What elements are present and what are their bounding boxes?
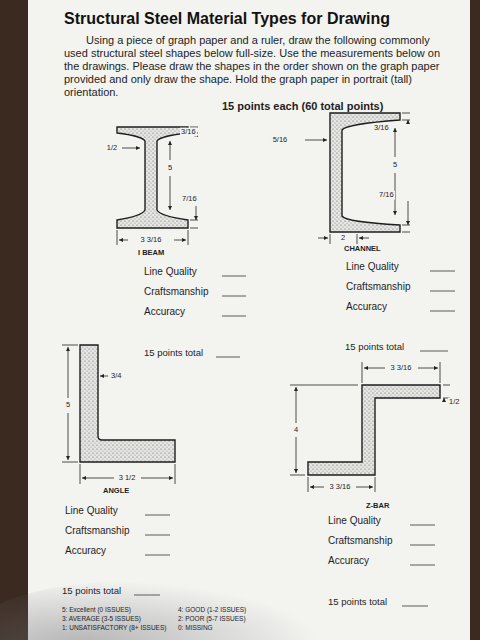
grading-key: 3: AVERAGE (3-5 ISSUES)	[62, 615, 141, 622]
shape-name: CHANNEL	[344, 245, 381, 254]
dim: 4	[293, 426, 299, 435]
dim: 1/2	[106, 144, 118, 153]
grading-key: 0: MISSING	[178, 624, 213, 631]
rating: Line Quality	[65, 505, 118, 517]
points: 15 points total	[62, 586, 121, 597]
dim: 7/16	[378, 191, 395, 200]
points-heading: 15 points each (60 total points)	[222, 100, 383, 113]
dim: 3 3/16	[329, 483, 352, 492]
rating: Accuracy	[346, 301, 387, 313]
shape-name: ANGLE	[103, 487, 129, 496]
dim: 2	[340, 234, 346, 243]
dim: 3 3/16	[390, 364, 413, 373]
rating: Line Quality	[144, 266, 197, 278]
grading-key: 5: Excellent (0 ISSUES)	[62, 606, 131, 613]
dim: 3 3/16	[140, 236, 163, 245]
dim: 5/16	[272, 136, 289, 145]
rating: Craftsmanship	[65, 525, 129, 537]
dim: 7/16	[181, 195, 198, 204]
page-title: Structural Steel Material Types for Draw…	[64, 10, 390, 28]
rating: Accuracy	[65, 545, 106, 557]
dim: 3/4	[110, 372, 122, 381]
points: 15 points total	[345, 342, 404, 353]
dim: 5	[167, 164, 173, 173]
rating: Line Quality	[346, 261, 399, 273]
rating: Craftsmanship	[144, 286, 208, 298]
dim: 3/16	[373, 124, 390, 133]
dim: 1/2	[448, 398, 460, 407]
points: 15 points total	[144, 348, 203, 359]
rating: Accuracy	[328, 555, 369, 567]
points: 15 points total	[328, 597, 387, 608]
rating: Craftsmanship	[346, 281, 410, 293]
shape-name: Z-BAR	[366, 502, 389, 511]
dim: 3/16	[180, 128, 197, 137]
grading-key: 4: GOOD (1-2 ISSUES)	[178, 606, 246, 613]
grading-key: 2: POOR (5-7 ISSUES)	[178, 615, 246, 622]
rating: Line Quality	[328, 515, 381, 527]
shape-name: I BEAM	[138, 249, 164, 258]
instructions: Using a piece of graph paper and a ruler…	[64, 34, 456, 99]
grading-key: 1: UNSATISFACTORY (8+ ISSUES)	[62, 624, 166, 631]
dim: 5	[65, 401, 71, 410]
dim: 5	[392, 161, 398, 170]
rating: Accuracy	[144, 306, 185, 318]
dim: 3 1/2	[118, 474, 137, 483]
rating: Craftsmanship	[328, 535, 392, 547]
